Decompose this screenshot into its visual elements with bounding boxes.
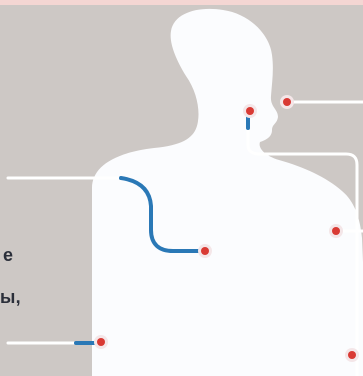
text-fragment-lower: ы, (0, 288, 21, 306)
marker-mouth (280, 95, 294, 109)
marker-right-arm (345, 348, 359, 362)
human-silhouette (92, 9, 363, 376)
marker-neck (243, 104, 257, 118)
marker-right-shoulder (329, 224, 343, 238)
marker-left-arm (94, 335, 108, 349)
text-fragment-upper: e (3, 246, 13, 264)
marker-shoulder (198, 244, 212, 258)
